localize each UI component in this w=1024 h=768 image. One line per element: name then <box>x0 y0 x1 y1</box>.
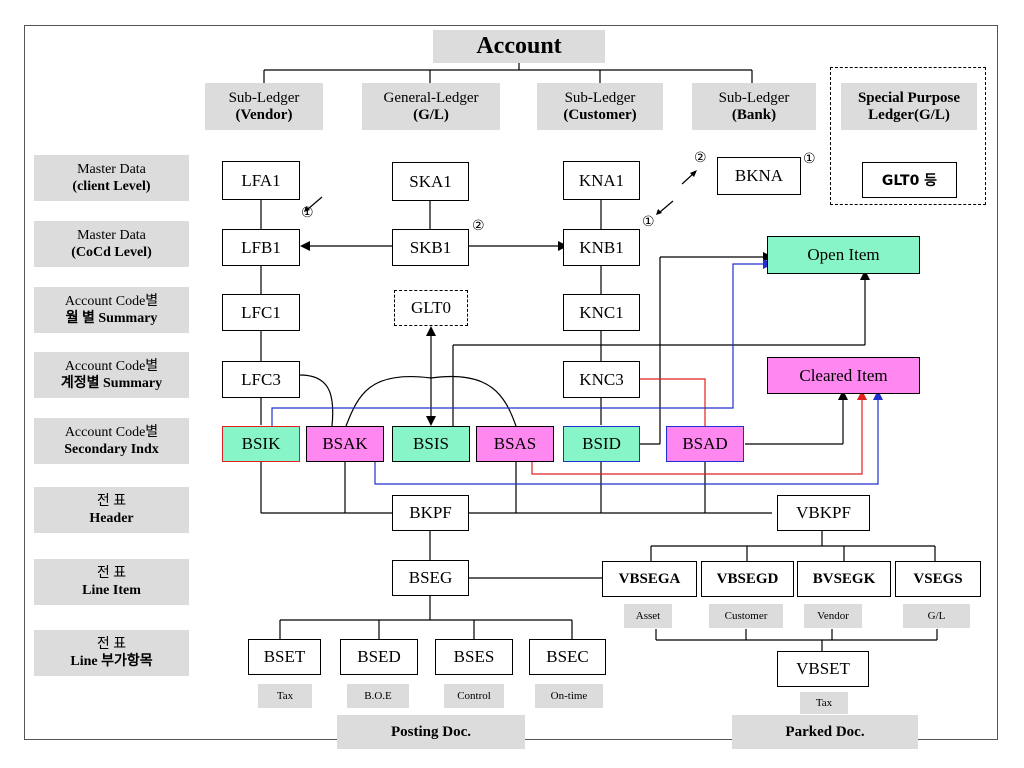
label-boe: B.O.E <box>347 684 409 708</box>
marker-one-knb1: ① <box>642 214 655 230</box>
label-customer: Customer <box>709 604 783 628</box>
ledger-vendor-line1: Sub-Ledger <box>228 89 300 106</box>
ledger-bank-header: Sub-Ledger (Bank) <box>692 83 816 130</box>
row-label-line2: (client Level) <box>72 179 151 194</box>
table-vsegs: VSEGS <box>895 561 981 597</box>
table-bsas: BSAS <box>476 426 554 462</box>
label-tax: Tax <box>258 684 312 708</box>
label-ontime: On-time <box>535 684 603 708</box>
parked-doc-label: Parked Doc. <box>732 715 918 749</box>
special-ledger-panel <box>830 67 986 205</box>
cleared-item-box: Cleared Item <box>767 357 920 394</box>
row-label-monthly-summary: Account Code별 월 별 Summary <box>34 287 189 333</box>
table-skb1: SKB1 <box>392 229 469 266</box>
table-bses: BSES <box>435 639 513 675</box>
marker-two-bkna: ② <box>694 150 707 166</box>
ledger-bank-line1: Sub-Ledger <box>718 89 790 106</box>
table-vbsegd: VBSEGD <box>701 561 794 597</box>
table-ska1: SKA1 <box>392 162 469 201</box>
table-vbsega: VBSEGA <box>602 561 697 597</box>
ledger-bank-line2: (Bank) <box>731 106 777 123</box>
posting-doc-label: Posting Doc. <box>337 715 525 749</box>
glt0-special-box: GLT0 등 <box>862 162 957 198</box>
ledger-customer-line2: (Customer) <box>563 106 637 123</box>
row-label-line2: 계정별 Summary <box>60 376 163 391</box>
row-label-line-item: 전 표 Line Item <box>34 559 189 605</box>
table-bsik: BSIK <box>222 426 300 462</box>
row-label-client-master: Master Data (client Level) <box>34 155 189 201</box>
ledger-vendor-header: Sub-Ledger (Vendor) <box>205 83 323 130</box>
row-label-line2: Header <box>89 511 134 526</box>
table-bsec: BSEC <box>529 639 606 675</box>
table-bsid: BSID <box>563 426 640 462</box>
label-gl: G/L <box>903 604 970 628</box>
special-ledger-line1: Special Purpose <box>857 89 961 106</box>
ledger-customer-header: Sub-Ledger (Customer) <box>537 83 663 130</box>
row-label-line1: 전 표 <box>96 494 127 509</box>
table-bseg: BSEG <box>392 560 469 596</box>
table-vbset: VBSET <box>777 651 869 687</box>
row-label-cocd-master: Master Data (CoCd Level) <box>34 221 189 267</box>
table-vbkpf: VBKPF <box>777 495 870 531</box>
ledger-vendor-line2: (Vendor) <box>235 106 293 123</box>
ledger-gl-line2: (G/L) <box>413 106 449 123</box>
label-control: Control <box>444 684 504 708</box>
special-ledger-line2: Ledger(G/L) <box>868 106 950 123</box>
row-label-line2: Line 부가항목 <box>70 654 153 669</box>
table-lfc1: LFC1 <box>222 294 300 331</box>
row-label-line1: Master Data <box>77 228 146 243</box>
ledger-gl-line1: General-Ledger <box>383 89 479 106</box>
account-title: Account <box>433 30 605 63</box>
open-item-box: Open Item <box>767 236 920 274</box>
row-label-line1: 전 표 <box>96 637 127 652</box>
row-label-line1: Account Code별 <box>64 425 159 440</box>
table-bkna: BKNA <box>717 157 801 195</box>
marker-two-skb1: ② <box>472 218 485 234</box>
label-vbset-tax: Tax <box>800 692 848 714</box>
row-label-line2: (CoCd Level) <box>71 245 152 260</box>
label-vendor: Vendor <box>804 604 862 628</box>
table-bset: BSET <box>248 639 321 675</box>
table-lfa1: LFA1 <box>222 161 300 200</box>
row-label-line1: Account Code별 <box>64 294 159 309</box>
table-kna1: KNA1 <box>563 161 640 200</box>
marker-one-lfb1: ① <box>301 205 314 221</box>
table-lfc3: LFC3 <box>222 361 300 398</box>
row-label-secondary-index: Account Code별 Secondary Indx <box>34 418 189 464</box>
table-bsis: BSIS <box>392 426 470 462</box>
row-label-doc-header: 전 표 Header <box>34 487 189 533</box>
table-glt0: GLT0 <box>394 290 468 326</box>
table-bvsegk: BVSEGK <box>797 561 891 597</box>
marker-one-bkna: ① <box>803 151 816 167</box>
row-label-line2: Secondary Indx <box>64 442 159 457</box>
table-bsak: BSAK <box>306 426 384 462</box>
table-bsad: BSAD <box>666 426 744 462</box>
row-label-line1: 전 표 <box>96 566 127 581</box>
table-knc1: KNC1 <box>563 294 640 331</box>
table-knb1: KNB1 <box>563 229 640 266</box>
table-bkpf: BKPF <box>392 495 469 531</box>
table-knc3: KNC3 <box>563 361 640 398</box>
ledger-gl-header: General-Ledger (G/L) <box>362 83 500 130</box>
row-label-line1: Account Code별 <box>64 359 159 374</box>
table-lfb1: LFB1 <box>222 229 300 266</box>
row-label-line2: 월 별 Summary <box>65 311 158 326</box>
row-label-line2: Line Item <box>82 583 141 598</box>
table-bsed: BSED <box>340 639 418 675</box>
special-ledger-header: Special Purpose Ledger(G/L) <box>841 83 977 130</box>
row-label-line-extra: 전 표 Line 부가항목 <box>34 630 189 676</box>
ledger-customer-line1: Sub-Ledger <box>564 89 636 106</box>
row-label-account-summary: Account Code별 계정별 Summary <box>34 352 189 398</box>
label-asset: Asset <box>624 604 672 628</box>
row-label-line1: Master Data <box>77 162 146 177</box>
